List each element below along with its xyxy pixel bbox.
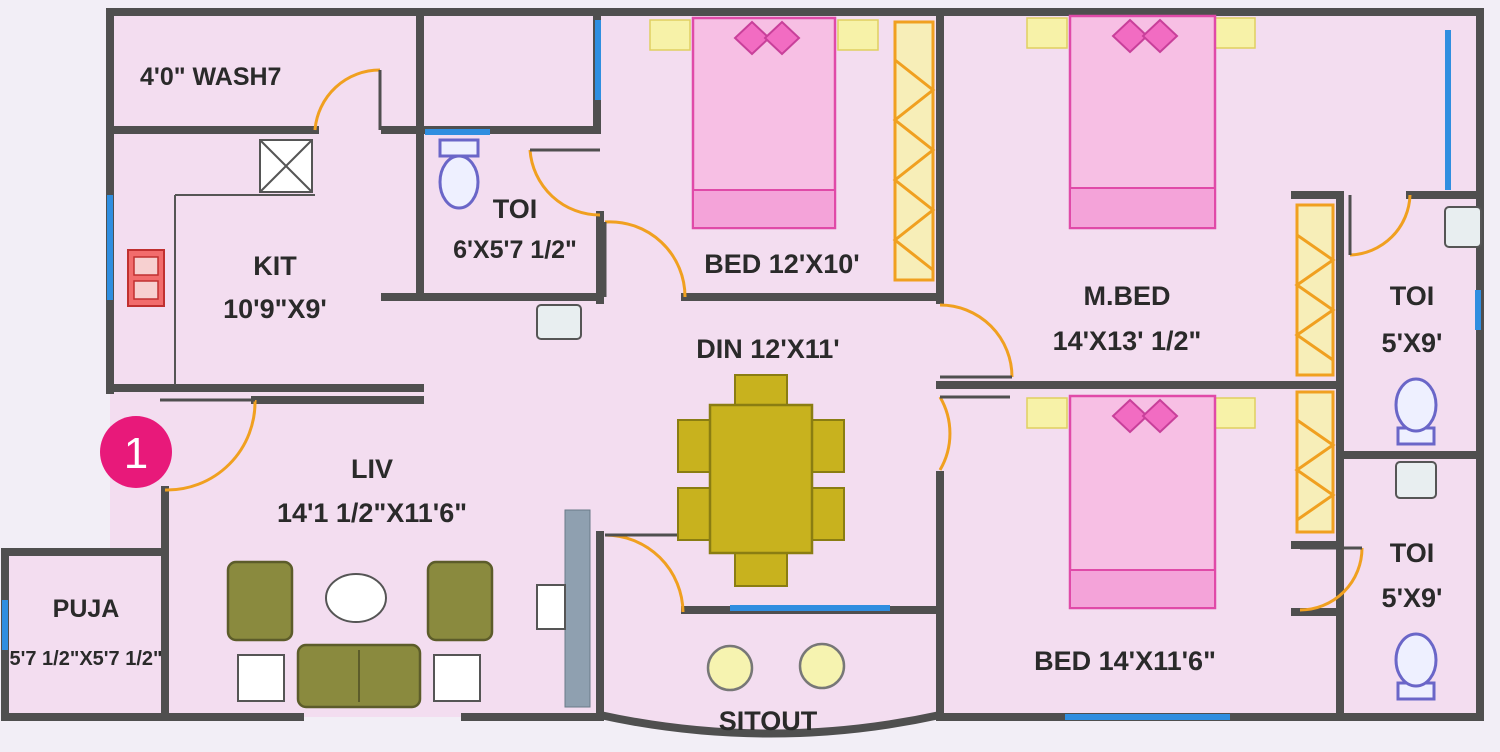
- bed1-label: BED 12'X10': [704, 249, 859, 279]
- kit-size: 10'9"X9': [223, 294, 327, 324]
- sofa-icon: [226, 560, 494, 709]
- bed-icon: [1026, 14, 1256, 230]
- stove-icon: [127, 249, 165, 307]
- wardrobe-icon: [1294, 390, 1336, 534]
- toi2-name: TOI: [1390, 281, 1435, 311]
- sitout-label: SITOUT: [719, 706, 818, 736]
- toi3-size: 5'X9': [1382, 583, 1443, 613]
- sink-icon: [536, 206, 1482, 499]
- entrance-marker: 1: [100, 416, 172, 488]
- din-label: DIN 12'X11': [696, 334, 839, 364]
- liv-name: LIV: [351, 454, 393, 484]
- toi3-name: TOI: [1390, 538, 1435, 568]
- kitchen-fixtures: [127, 139, 315, 385]
- mbed-size: 14'X13' 1/2": [1053, 326, 1202, 356]
- kit-name: KIT: [253, 251, 297, 281]
- puja-size: 5'7 1/2"X5'7 1/2": [9, 648, 162, 670]
- dining-table-icon: [677, 374, 845, 587]
- wardrobe-icon: [892, 20, 936, 282]
- bed2-label: BED 14'X11'6": [1034, 646, 1216, 676]
- sitout-chairs: [706, 642, 846, 692]
- room-labels: 4'0" WASH7 KIT 10'9"X9' TOI 6'X5'7 1/2" …: [9, 63, 1442, 736]
- entrance-number: 1: [124, 429, 148, 478]
- tv-unit: [564, 509, 591, 708]
- liv-size: 14'1 1/2"X11'6": [277, 498, 467, 528]
- wash-label: 4'0" WASH7: [140, 63, 281, 91]
- toi2-size: 5'X9': [1382, 328, 1443, 358]
- door-swing-icon: [160, 68, 1412, 613]
- wardrobe-icon: [1294, 203, 1336, 377]
- toi1-size: 6'X5'7 1/2": [453, 236, 577, 264]
- toi1-name: TOI: [493, 194, 538, 224]
- toilet-icon: [438, 138, 1438, 701]
- bed-icon: [649, 16, 879, 230]
- mbed-name: M.BED: [1084, 281, 1171, 311]
- bed-icon: [1026, 394, 1256, 610]
- side-cabinet: [536, 584, 566, 630]
- puja-name: PUJA: [53, 595, 120, 623]
- windows: [2, 20, 1481, 720]
